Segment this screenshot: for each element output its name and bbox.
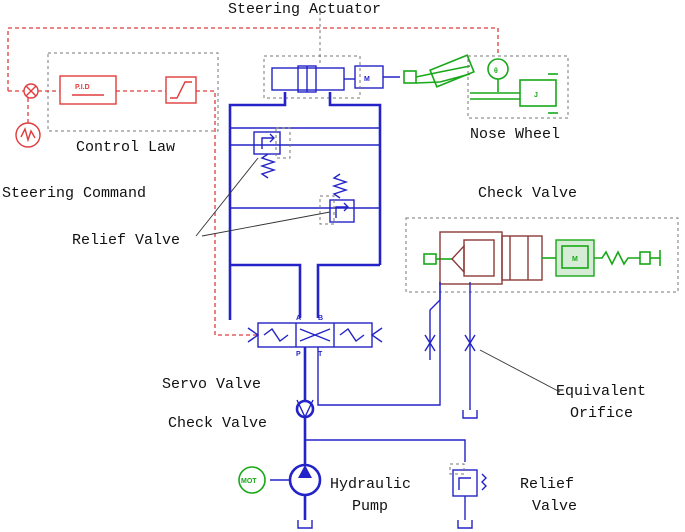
label-orifice: Orifice [570, 405, 633, 422]
relief-valve-pump [449, 463, 487, 529]
svg-text:T: T [318, 351, 323, 358]
label-relief: Relief [520, 476, 574, 493]
label-steering-actuator: Steering Actuator [228, 1, 381, 18]
label-steering-command: Steering Command [2, 185, 146, 202]
leader-relief-lower [201, 211, 331, 237]
svg-text:B: B [318, 315, 323, 322]
servo-valve: A B P T [247, 315, 383, 358]
check-valve-detailed: M [423, 231, 661, 325]
actuator-hydraulic-lines [228, 92, 382, 320]
svg-text:M: M [572, 256, 578, 263]
control-law-box [47, 52, 219, 132]
relief-valve-lower [319, 173, 355, 225]
label-nose-wheel: Nose Wheel [470, 126, 560, 143]
leader-relief-upper [195, 157, 259, 237]
label-servo-valve: Servo Valve [162, 376, 261, 393]
label-check-valve-bottom: Check Valve [168, 415, 267, 432]
hydraulic-pump [270, 463, 322, 497]
svg-text:MOT: MOT [241, 478, 257, 485]
label-control-law: Control Law [76, 139, 175, 156]
equivalent-orifice-right [462, 325, 478, 419]
pid-block: P.I.D [59, 75, 117, 105]
svg-text:P: P [296, 351, 301, 358]
label-pump: Pump [352, 498, 388, 515]
pump-motor: MOT [238, 466, 266, 494]
steering-command-source [15, 122, 41, 148]
nose-wheel-mechanism: θ J [403, 54, 569, 119]
label-equivalent: Equivalent [556, 383, 646, 400]
equivalent-orifice-left [424, 325, 436, 360]
saturation-block [165, 76, 197, 104]
label-check-valve-top: Check Valve [478, 185, 577, 202]
svg-text:A: A [296, 315, 301, 322]
relief-valve-upper [253, 127, 291, 179]
label-valve: Valve [532, 498, 577, 515]
leader-equivalent-orifice [479, 349, 561, 393]
svg-text:P.I.D: P.I.D [75, 84, 90, 91]
svg-text:J: J [534, 92, 538, 99]
label-hydraulic: Hydraulic [330, 476, 411, 493]
svg-text:M: M [364, 76, 370, 83]
steering-actuator: M [263, 12, 400, 99]
supply-lines [297, 282, 466, 529]
svg-text:θ: θ [494, 68, 498, 75]
check-valve-bottom [295, 399, 315, 419]
check-valve-box [405, 217, 679, 293]
label-relief-valve-left: Relief Valve [72, 232, 180, 249]
control-signal-lines [7, 27, 499, 336]
summing-junction [23, 83, 39, 99]
